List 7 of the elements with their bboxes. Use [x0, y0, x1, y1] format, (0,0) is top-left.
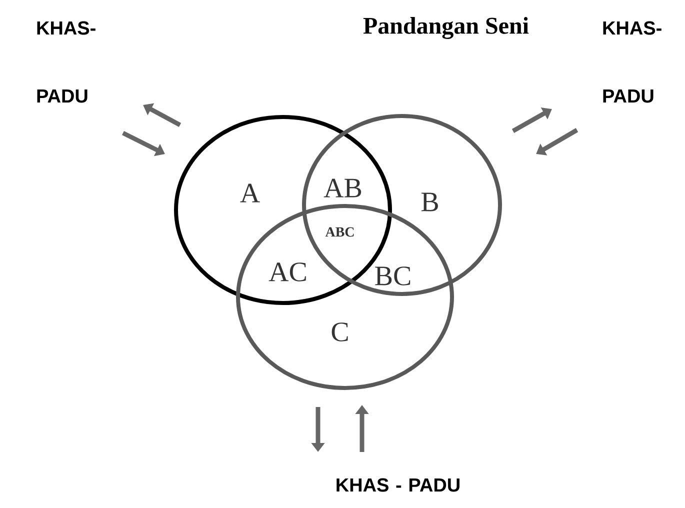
heading-text: KHAS - PADU: [336, 478, 460, 492]
heading-text: KHAS- PADU: [603, 21, 662, 103]
title: Pandangan Seni: [363, 17, 529, 39]
region-label: AB: [324, 178, 362, 198]
region-label: BC: [375, 266, 410, 286]
heading-text: KHAS- PADU: [37, 21, 96, 103]
region-label: ABC: [325, 227, 354, 237]
